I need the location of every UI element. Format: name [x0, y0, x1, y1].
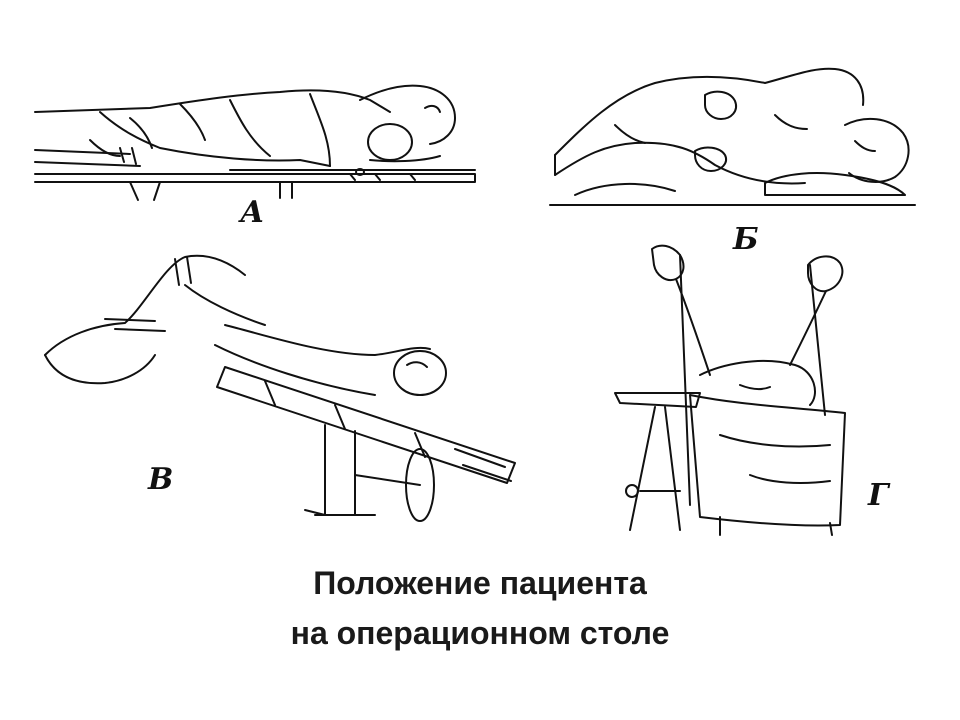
caption-line-2: на операционном столе	[290, 615, 670, 651]
illustration-supine	[30, 70, 500, 230]
figure-label-b: Б	[733, 222, 759, 257]
illustration-lateral	[545, 55, 925, 215]
illustration-trendelenburg	[35, 245, 535, 530]
figure-label-v: В	[148, 462, 174, 497]
figure-label-g: Г	[868, 478, 889, 513]
illustration-lithotomy	[600, 235, 860, 540]
caption: Положение пациента на операционном столе	[0, 558, 960, 658]
caption-line-1: Положение пациента	[313, 565, 647, 601]
figure-label-a: А	[240, 195, 265, 230]
